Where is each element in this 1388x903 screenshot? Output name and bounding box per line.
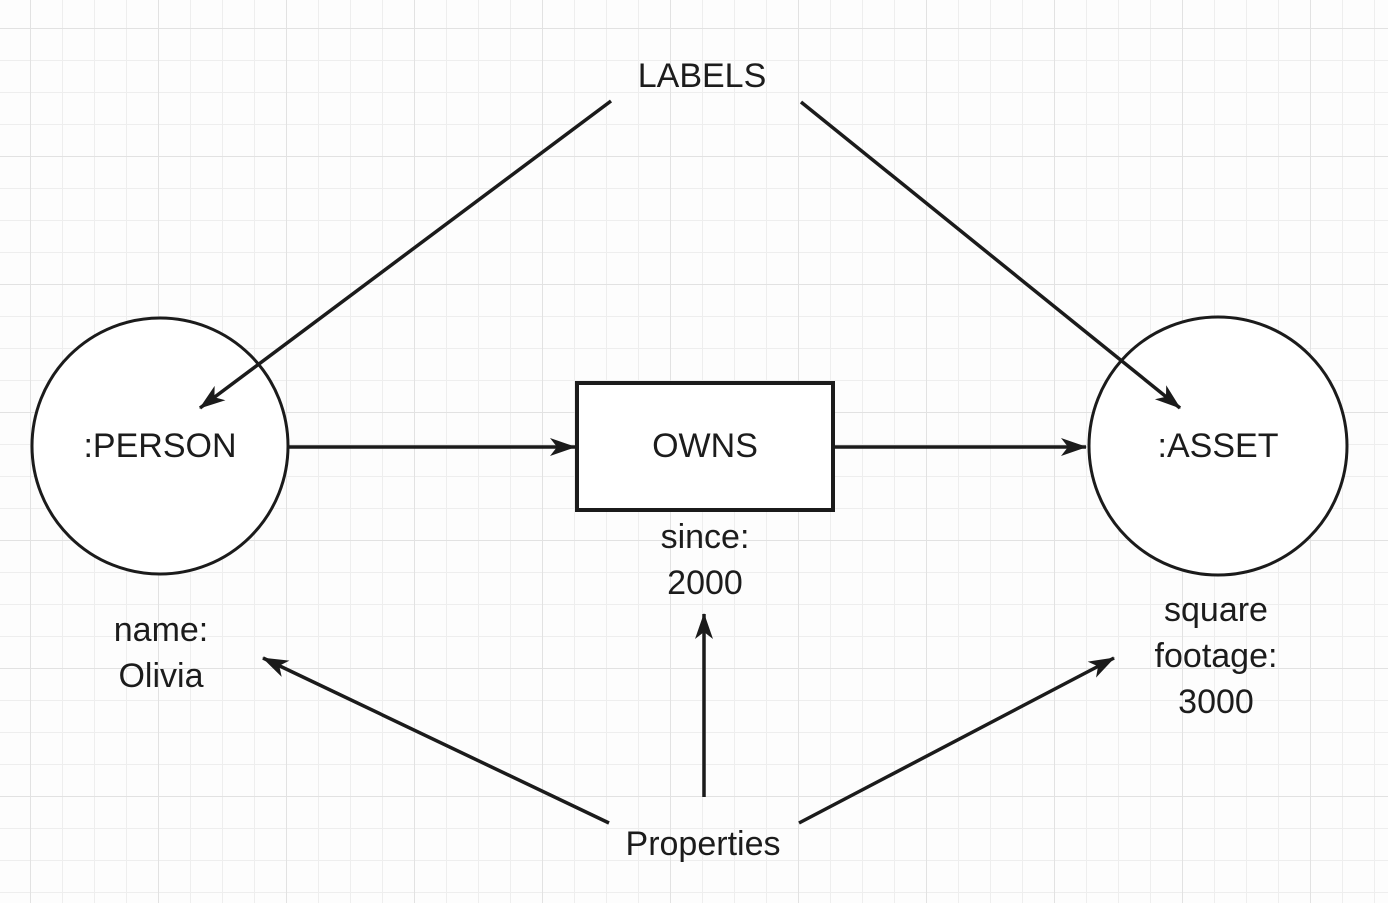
labels-to-asset-arrow	[799, 100, 1182, 410]
properties-heading: Properties	[625, 825, 781, 863]
annotation-line: square	[1164, 591, 1268, 629]
owns-relationship-box	[575, 381, 835, 512]
person-node-label: :PERSON	[83, 427, 237, 465]
person-properties-annotation: name: Olivia	[114, 607, 209, 699]
labels-to-person-arrow	[198, 99, 613, 410]
annotation-line: Olivia	[118, 657, 204, 695]
properties-to-name-arrow	[262, 656, 610, 825]
annotation-line: since:	[660, 518, 750, 556]
annotation-line: 3000	[1178, 683, 1254, 721]
properties-to-footage-arrow	[798, 656, 1115, 825]
asset-properties-annotation: square footage: 3000	[1155, 587, 1278, 725]
annotation-line: 2000	[667, 564, 743, 602]
annotation-line: name:	[113, 611, 209, 649]
labels-heading: LABELS	[637, 57, 767, 95]
asset-node-circle	[1087, 315, 1349, 577]
owns-relationship-label: OWNS	[652, 427, 758, 465]
person-node-circle	[30, 316, 290, 576]
asset-node-label: :ASSET	[1157, 427, 1279, 465]
annotation-line: footage:	[1154, 637, 1278, 675]
relationship-properties-annotation: since: 2000	[661, 514, 750, 606]
